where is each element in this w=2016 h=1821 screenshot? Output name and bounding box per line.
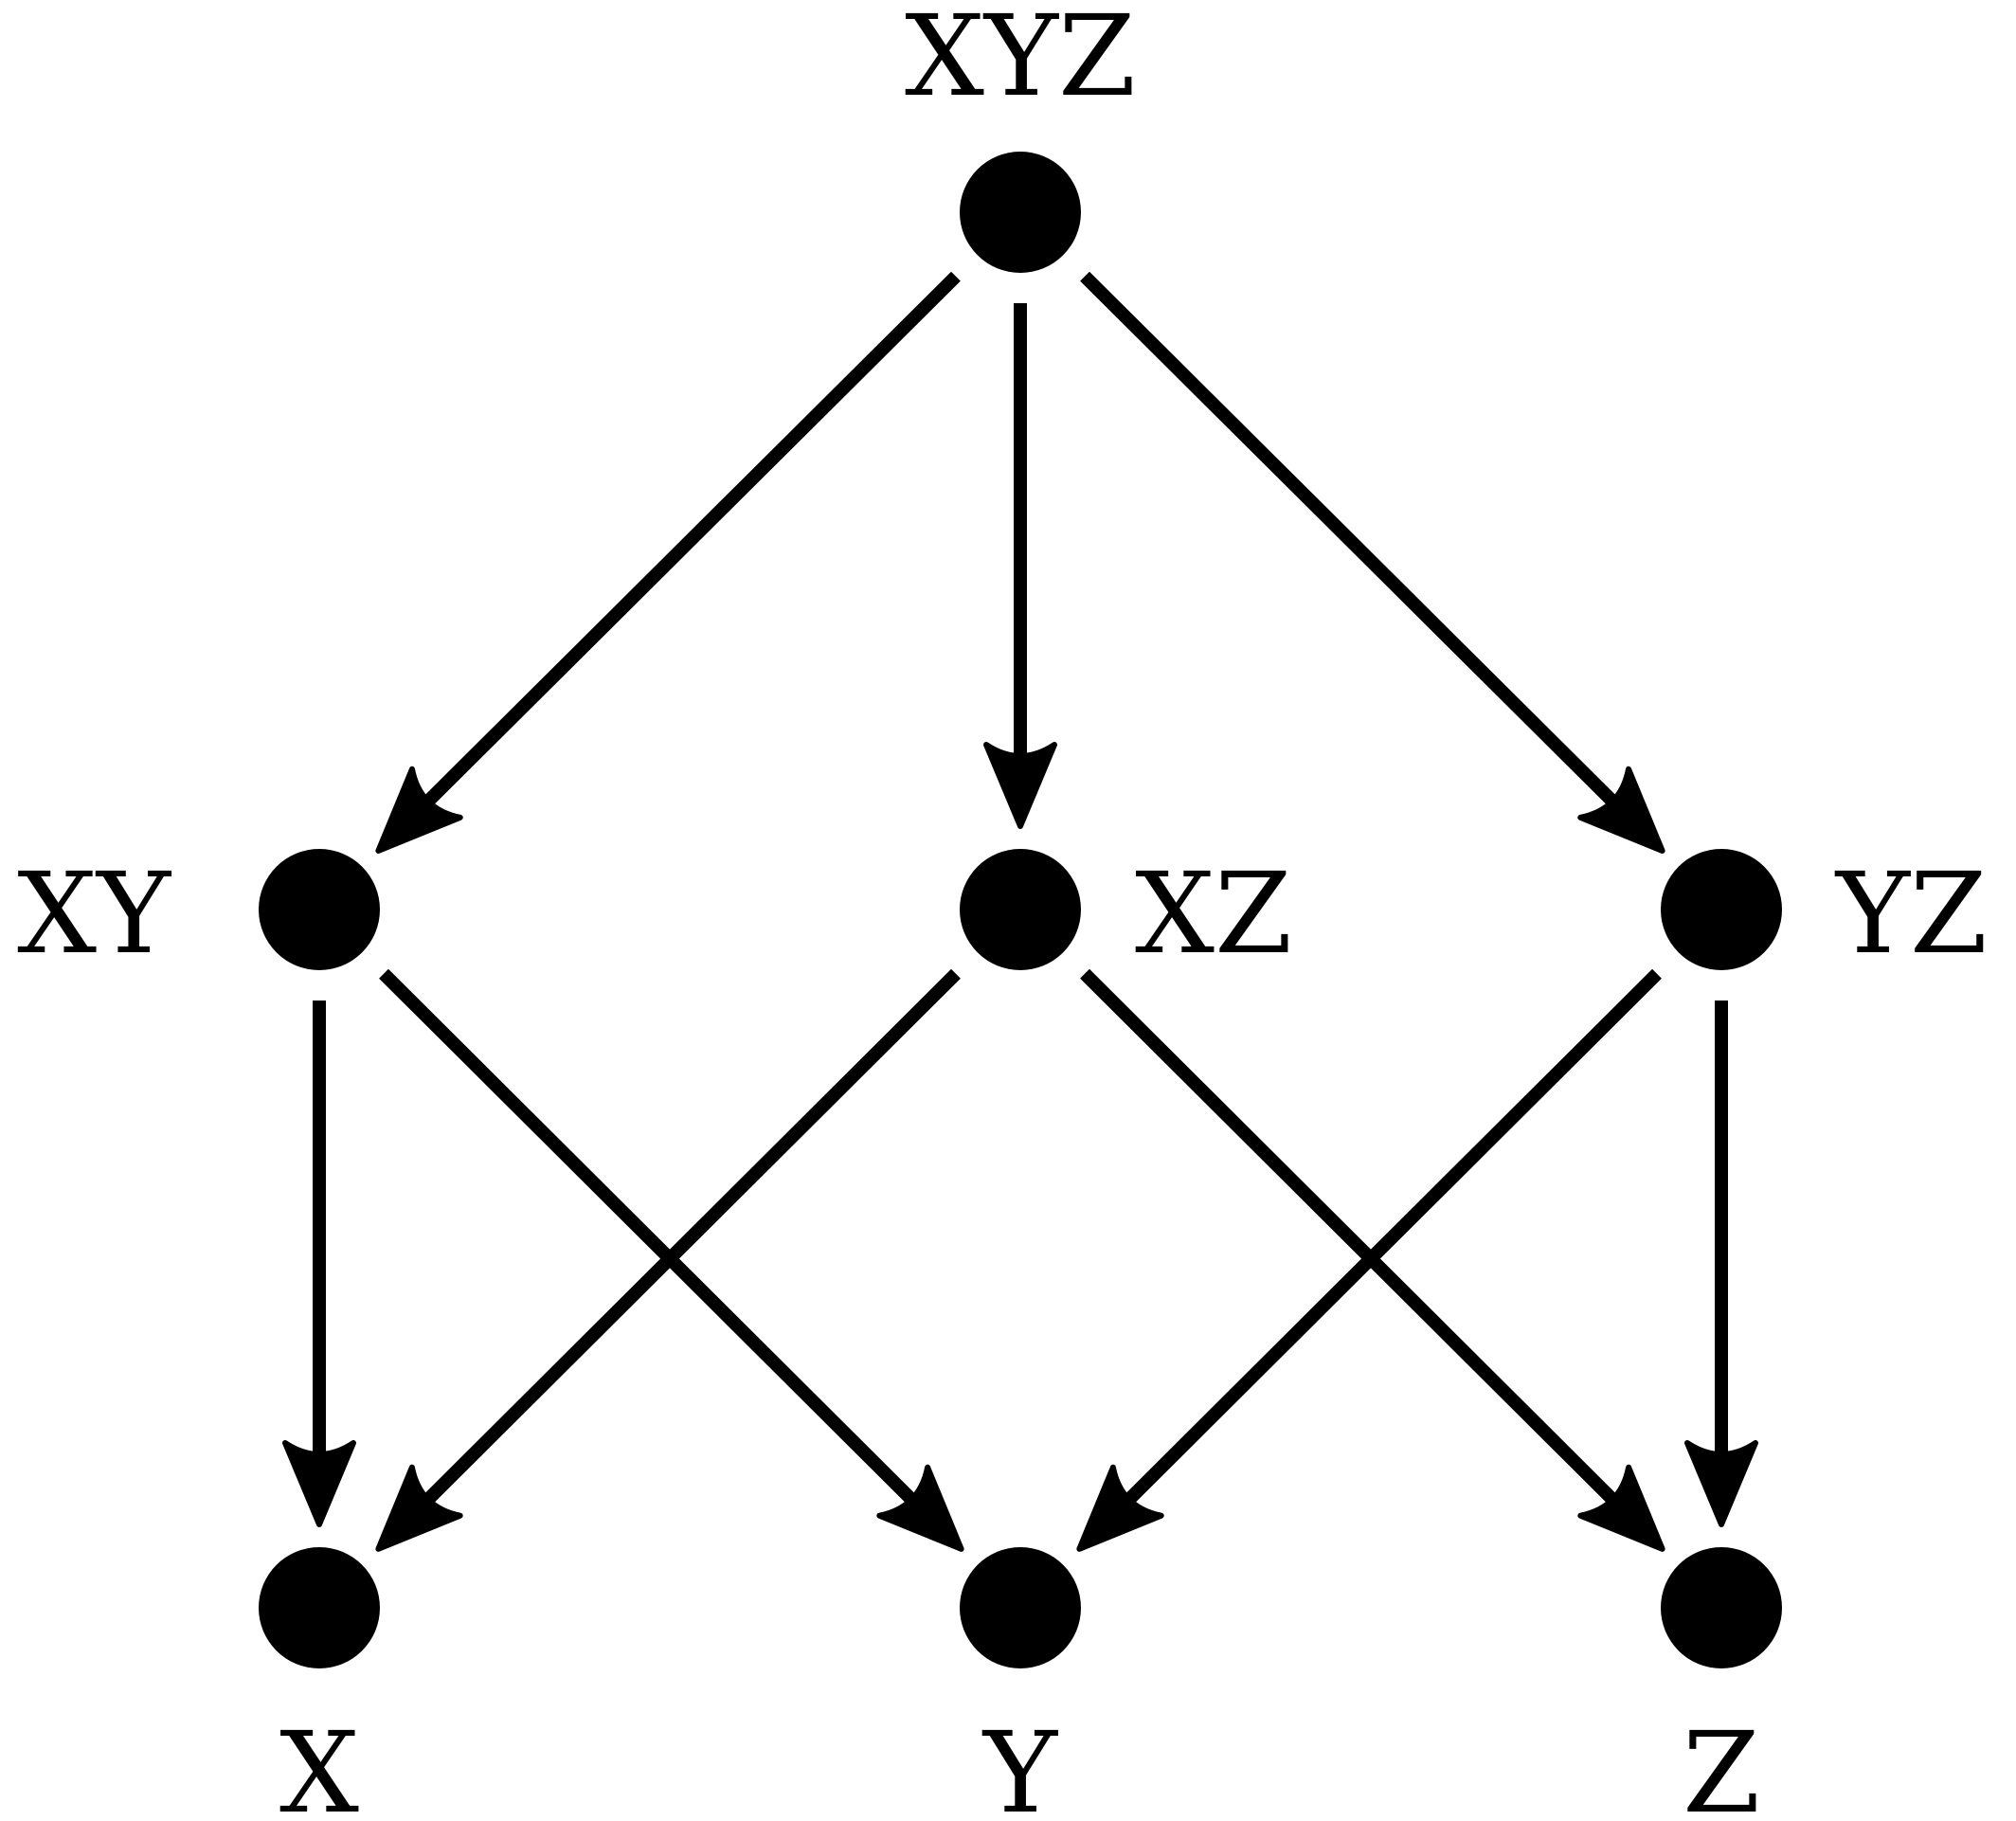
node-xy (259, 849, 380, 970)
edge-line (1088, 968, 1662, 1541)
edge-line (387, 968, 961, 1541)
node-xyz (960, 152, 1081, 273)
edge-yz-to-y (1076, 968, 1662, 1552)
node-xz (960, 849, 1081, 970)
edge-xy-to-x (282, 1001, 356, 1527)
edge-xz-to-x (375, 968, 961, 1552)
arrowhead (1577, 1464, 1665, 1552)
node-label-xy: XY (17, 848, 171, 979)
node-y (960, 1547, 1081, 1668)
node-label-xz: XZ (1135, 848, 1292, 979)
edge-yz-to-z (1684, 1001, 1758, 1527)
arrowhead (282, 1440, 356, 1527)
arrowhead (375, 1464, 463, 1552)
node-z (1661, 1547, 1782, 1668)
labels-layer: XYZ XY XZ YZ X Y Z (17, 0, 1988, 1821)
node-label-yz: YZ (1834, 848, 1988, 979)
arrowhead (983, 742, 1057, 829)
arrowhead (1684, 1440, 1758, 1527)
node-label-xyz: XYZ (905, 0, 1136, 121)
edge-line (387, 271, 961, 842)
node-label-y: Y (981, 1707, 1058, 1821)
node-yz (1661, 849, 1782, 970)
arrowhead (375, 766, 463, 854)
edges-layer (282, 271, 1758, 1552)
edge-xyz-to-xz (983, 303, 1057, 829)
edge-xyz-to-xy (375, 271, 961, 854)
arrowhead (1076, 1464, 1164, 1552)
edge-line (1080, 271, 1654, 842)
arrowhead (1577, 766, 1665, 854)
edge-xyz-to-yz (1080, 271, 1665, 854)
nodes-layer (259, 152, 1782, 1668)
node-x (259, 1547, 380, 1668)
arrowhead (876, 1464, 964, 1552)
node-label-x: X (279, 1707, 359, 1821)
node-label-z: Z (1683, 1707, 1760, 1821)
